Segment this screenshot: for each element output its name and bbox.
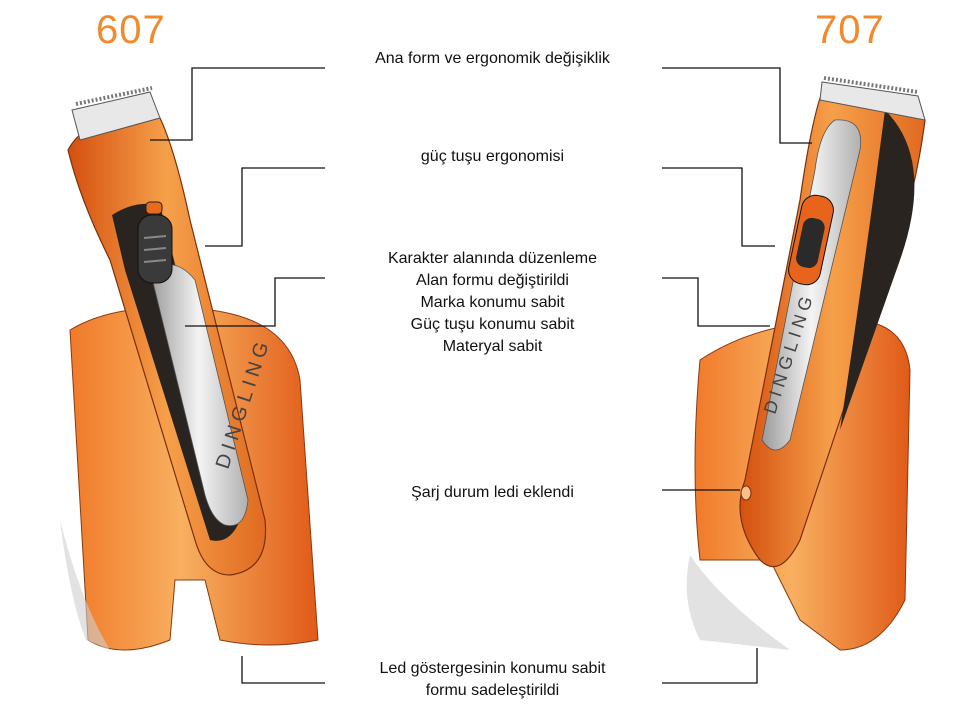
annotation-line: Karakter alanında düzenleme: [387, 250, 598, 267]
model-number-707: 707: [815, 8, 885, 52]
annotation-line: formu sadeleştirildi: [425, 682, 560, 699]
annotation-line: güç tuşu ergonomisi: [420, 148, 565, 165]
annotation-form-ergonomics: Ana form ve ergonomik değişiklik: [330, 48, 655, 70]
callout-lines: [150, 67, 812, 684]
leader-0-right: [662, 67, 812, 144]
leader-0-left: [150, 67, 325, 141]
trimmer-607: DINGLING: [60, 86, 319, 651]
leader-4-left: [241, 656, 325, 684]
brand-panel-707: [761, 119, 862, 451]
annotation-led-indicator: Led göstergesinin konumu sabit formu sad…: [330, 658, 655, 702]
charge-led-707: [740, 485, 752, 501]
brand-panel-607: [149, 263, 249, 527]
leader-1-left: [205, 167, 325, 247]
annotation-line: Materyal sabit: [442, 338, 543, 355]
annotation-charge-led: Şarj durum ledi eklendi: [330, 482, 655, 504]
annotation-line: Marka konumu sabit: [420, 294, 565, 311]
leader-4-right: [662, 648, 758, 684]
leader-2-right: [662, 277, 770, 327]
annotation-line: Alan formu değiştirildi: [416, 272, 569, 289]
annotation-line: Ana form ve ergonomik değişiklik: [375, 50, 610, 67]
blade-707: [819, 81, 926, 121]
trimmer-707: DINGLING: [686, 76, 926, 651]
leader-2-left: [185, 277, 325, 327]
leader-1-right: [662, 167, 775, 247]
annotation-line: Led göstergesinin konumu sabit: [379, 660, 606, 677]
annotation-character-area: Karakter alanında düzenleme Alan formu d…: [330, 248, 655, 358]
annotation-line: Şarj durum ledi eklendi: [411, 484, 574, 501]
model-number-607: 607: [96, 8, 166, 52]
blade-607: [71, 91, 161, 141]
annotation-power-button: güç tuşu ergonomisi: [330, 146, 655, 168]
annotation-line: Güç tuşu konumu sabit: [410, 316, 575, 333]
